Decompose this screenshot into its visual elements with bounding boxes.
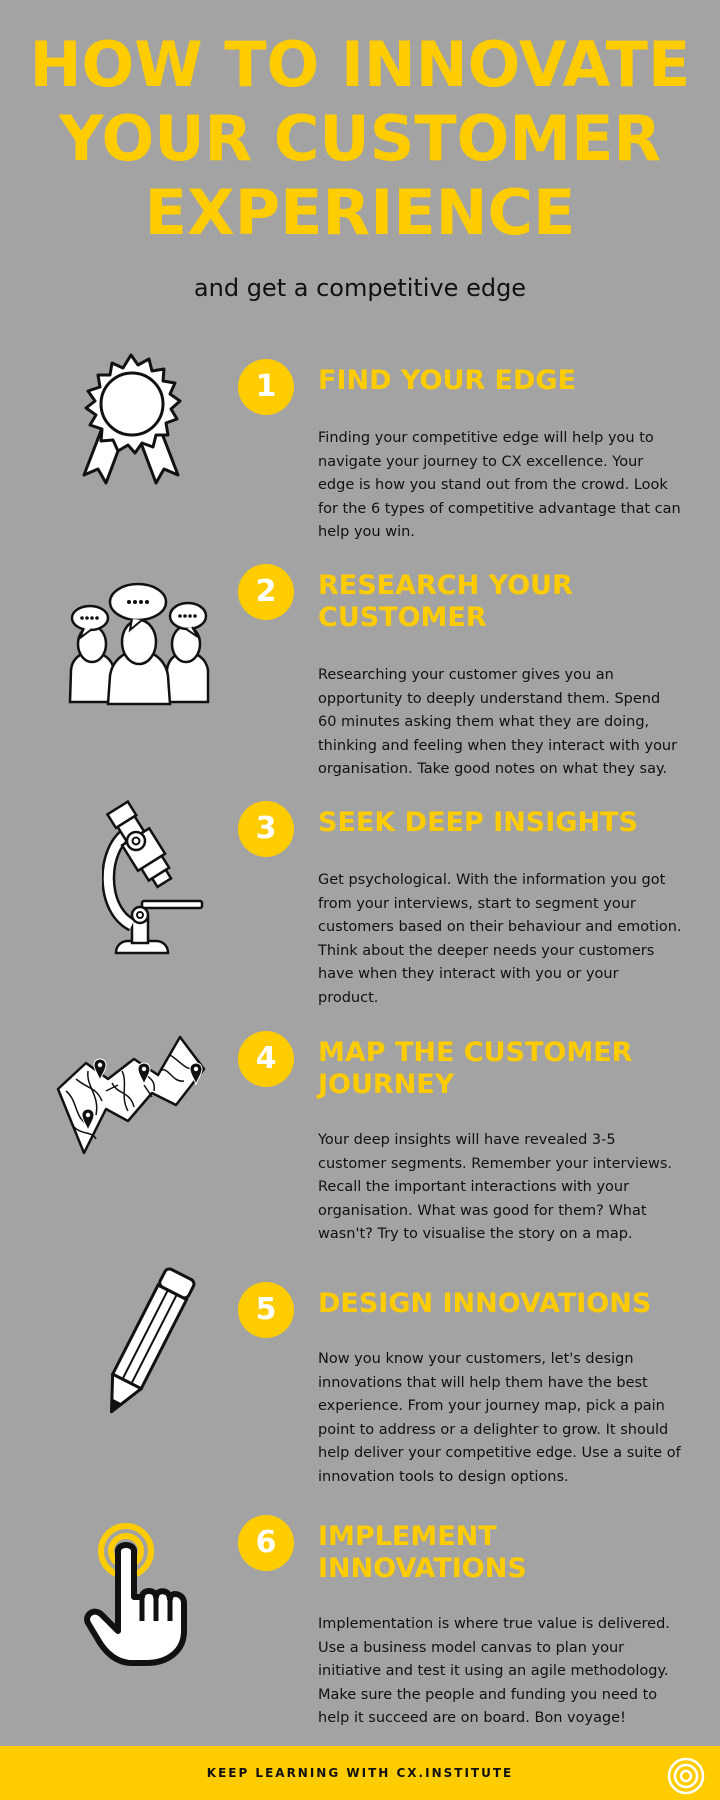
step-4: 4 MAP THE CUSTOMER JOURNEY Your deep ins… <box>0 1031 720 1251</box>
step-1: 1 FIND YOUR EDGE Finding your competitiv… <box>0 353 720 540</box>
step-6: 6 IMPLEMENT INNOVATIONS Implementation i… <box>0 1515 720 1735</box>
title-line: EXPERIENCE <box>144 176 576 249</box>
people-chat-icon <box>68 580 210 712</box>
footer-link[interactable]: KEEP LEARNING WITH CX.INSTITUTE <box>206 1766 514 1780</box>
pencil-icon <box>96 1260 196 1432</box>
page-title: HOW TO INNOVATE YOUR CUSTOMER EXPERIENCE <box>0 28 720 250</box>
step-number-badge: 5 <box>238 1282 294 1338</box>
award-ribbon-icon <box>76 353 186 499</box>
footer-bar: KEEP LEARNING WITH CX.INSTITUTE <box>0 1746 720 1800</box>
step-title: FIND YOUR EDGE <box>318 365 577 396</box>
step-title: IMPLEMENT INNOVATIONS <box>318 1521 527 1584</box>
step-title: MAP THE CUSTOMER JOURNEY <box>318 1037 633 1100</box>
step-description: Now you know your customers, let's desig… <box>318 1351 681 1485</box>
page-subtitle: and get a competitive edge <box>193 274 527 302</box>
title-line: HOW TO INNOVATE <box>29 28 691 101</box>
step-5: 5 DESIGN INNOVATIONS Now you know your c… <box>0 1267 720 1492</box>
step-number-badge: 6 <box>238 1515 294 1571</box>
step-number-badge: 3 <box>238 801 294 857</box>
cx-institute-logo-icon <box>666 1756 706 1800</box>
pointing-hand-icon <box>84 1521 188 1671</box>
title-line: YOUR CUSTOMER <box>58 102 662 175</box>
step-number-badge: 1 <box>238 359 294 415</box>
step-number-badge: 2 <box>238 564 294 620</box>
microscope-icon <box>101 797 214 965</box>
step-2: 2 RESEARCH YOUR CUSTOMER Researching you… <box>0 564 720 784</box>
step-number-badge: 4 <box>238 1031 294 1087</box>
step-description: Finding your competitive edge will help … <box>318 430 681 540</box>
step-description: Researching your customer gives you an o… <box>318 667 678 777</box>
step-3: 3 SEEK DEEP INSIGHTS Get psychological. … <box>0 799 720 1006</box>
step-description: Get psychological. With the information … <box>318 872 682 1006</box>
step-title: DESIGN INNOVATIONS <box>318 1288 652 1319</box>
map-pins-icon <box>56 1031 212 1163</box>
step-description: Your deep insights will have revealed 3-… <box>318 1132 673 1242</box>
step-description: Implementation is where true value is de… <box>318 1616 670 1726</box>
step-title: RESEARCH YOUR CUSTOMER <box>318 570 573 633</box>
step-title: SEEK DEEP INSIGHTS <box>318 807 638 838</box>
